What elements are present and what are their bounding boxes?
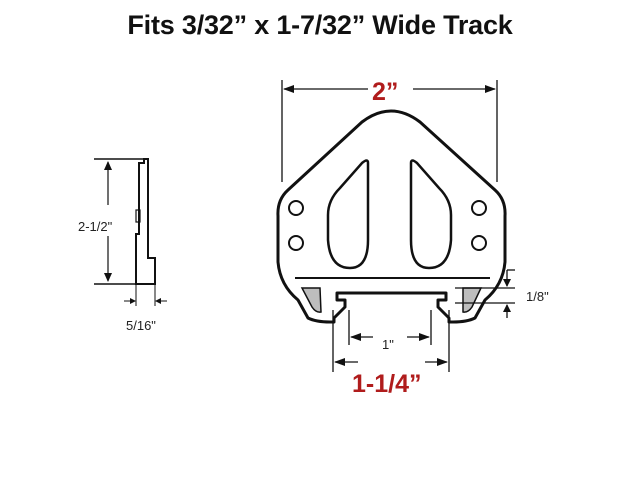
slot-inner-label: 1" <box>382 337 394 352</box>
slot-outer-label: 1-1/4” <box>352 370 421 398</box>
thickness-label: 5/16" <box>126 318 156 333</box>
side-view <box>94 158 167 306</box>
front-view <box>276 80 515 372</box>
width-label: 2” <box>372 78 398 106</box>
page-title: Fits 3/32” x 1-7/32” Wide Track <box>127 10 513 40</box>
lip-label: 1/8" <box>526 289 549 304</box>
height-label: 2-1/2" <box>78 219 113 234</box>
